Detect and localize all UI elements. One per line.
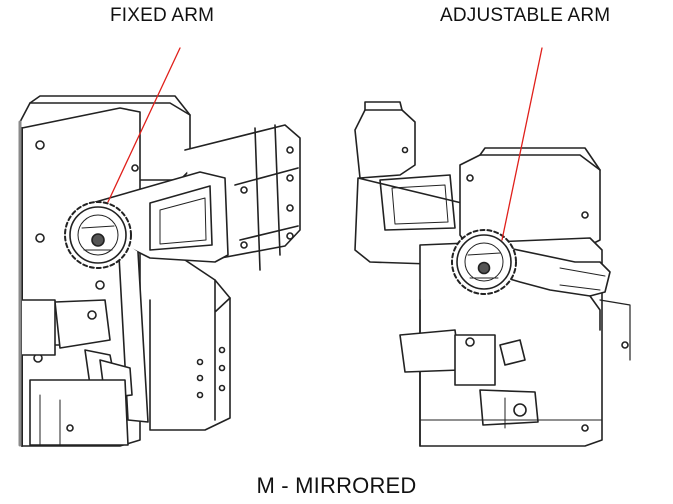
fixed-arm-label: FIXED ARM (110, 5, 215, 26)
adjustable-arm-dial (451, 229, 517, 295)
left-assembly (18, 95, 301, 447)
fixed-arm-dial (64, 201, 132, 269)
adjustable-arm-label: ADJUSTABLE ARM (440, 5, 611, 26)
fixed-arm-leader-line (107, 47, 181, 203)
mirrored-caption: M - MIRRORED (256, 473, 417, 498)
right-assembly (354, 101, 631, 447)
adjustable-arm-leader-line (501, 47, 543, 241)
